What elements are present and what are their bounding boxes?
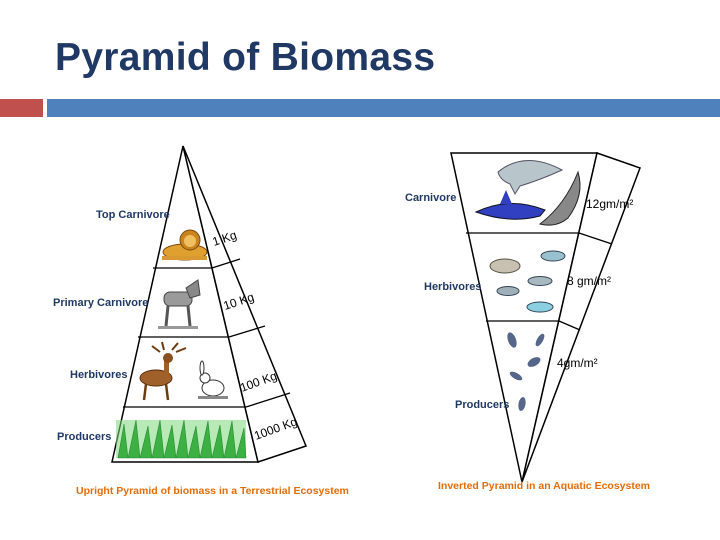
aquatic-value-4: 4gm/m² (557, 356, 598, 370)
lion-icon (162, 229, 208, 261)
terrestrial-label-herbivores: Herbivores (70, 369, 127, 381)
accent-bar-red (0, 99, 43, 117)
accent-bar-blue (47, 99, 720, 117)
wolf-icon (158, 279, 201, 329)
grass-icon (116, 419, 247, 459)
plankton-icon (507, 332, 545, 411)
aquatic-caption: Inverted Pyramid in an Aquatic Ecosystem (438, 480, 650, 492)
aquatic-label-herbivores: Herbivores (424, 281, 481, 293)
aquatic-value-12: 12gm/m² (586, 197, 633, 211)
aquatic-label-carnivore: Carnivore (405, 192, 456, 204)
terrestrial-label-producers: Producers (57, 431, 111, 443)
aquatic-pyramid: Carnivore Herbivores Producers 12gm/m² 8… (405, 152, 650, 492)
terrestrial-label-primary-carnivore: Primary Carnivore (53, 297, 148, 309)
dolphin-shark-icon (474, 160, 581, 226)
aquatic-label-producers: Producers (455, 399, 509, 411)
terrestrial-caption: Upright Pyramid of biomass in a Terrestr… (76, 485, 349, 497)
terrestrial-pyramid: Top Carnivore Primary Carnivore Herbivor… (53, 145, 349, 497)
aquatic-value-8: 8 gm/m² (567, 274, 611, 288)
terrestrial-label-top-carnivore: Top Carnivore (96, 209, 170, 221)
slide-title: Pyramid of Biomass (55, 36, 436, 79)
rabbit-icon (198, 360, 228, 399)
deer-icon (139, 341, 187, 401)
small-fish-icon (489, 250, 566, 313)
